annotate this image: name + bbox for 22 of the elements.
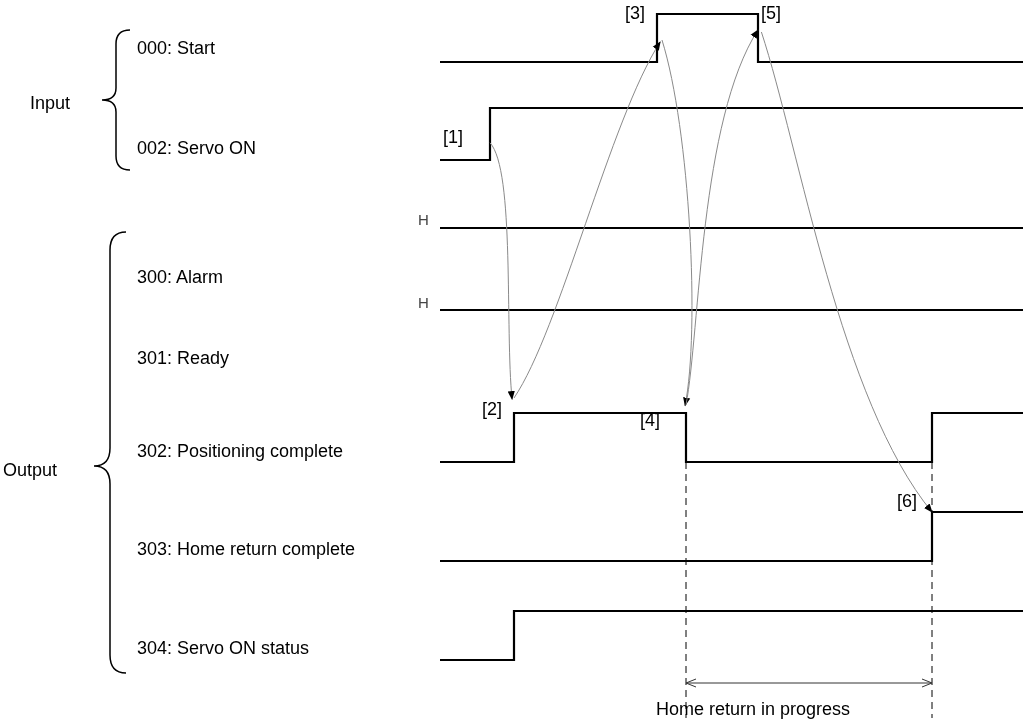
level-label: H	[418, 293, 429, 313]
dimension-label: Home return in progress	[656, 698, 851, 720]
arrow	[685, 29, 759, 406]
level-label: H	[418, 210, 429, 230]
signal-name: 302: Positioning complete	[137, 440, 344, 462]
signal-name: 300: Alarm	[137, 266, 224, 288]
arrow	[661, 39, 693, 407]
callout-number: [5]	[758, 2, 792, 32]
signal-name: 301: Ready	[137, 347, 230, 369]
signal-name: 303: Home return complete	[137, 538, 356, 560]
callout-number: [2]	[482, 398, 514, 422]
signal-name: 304: Servo ON status	[137, 637, 310, 659]
callout-number: [1]	[443, 126, 490, 154]
arrow	[760, 31, 933, 513]
group-label: Input	[30, 92, 71, 114]
signal-name: 000: Start	[137, 37, 216, 59]
callout-number: [3]	[625, 2, 662, 42]
callout-number: [6]	[897, 490, 932, 516]
arrow	[489, 142, 516, 401]
signal-name: 002: Servo ON	[137, 137, 257, 159]
arrow	[513, 41, 661, 399]
group-label: Output	[3, 459, 58, 481]
